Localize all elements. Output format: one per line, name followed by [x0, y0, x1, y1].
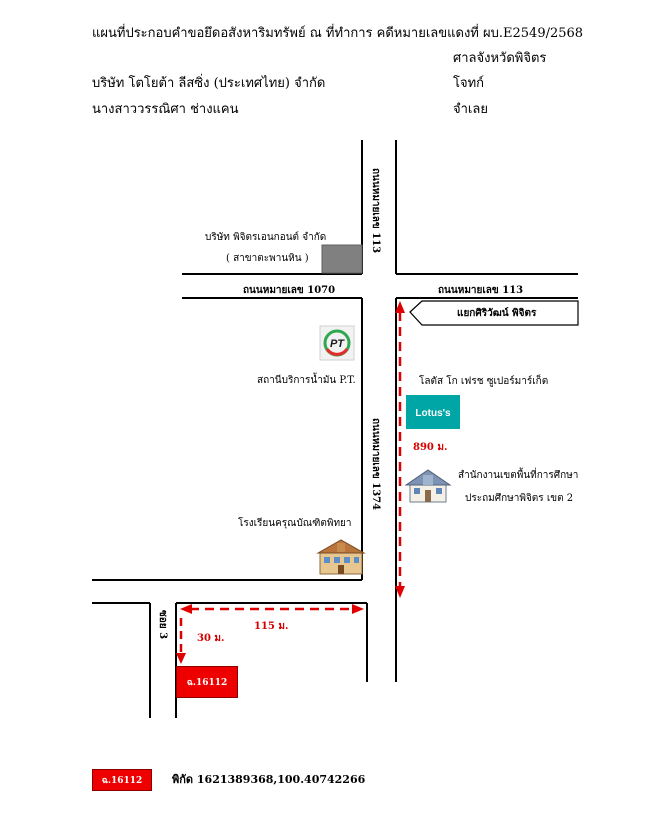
- road-113-horizontal-label: ถนนหมายเลข 113: [438, 285, 524, 296]
- junction-sign-shape: [409, 300, 579, 326]
- company-marker: [321, 244, 363, 274]
- junction-sign-label: แยกศิริวัฒน์ พิจิตร: [457, 308, 537, 319]
- lotus-logo-text: Lotus's: [415, 408, 451, 419]
- road-1070-label: ถนนหมายเลข 1070: [243, 285, 336, 296]
- plaintiff-role: โจทก์: [453, 76, 485, 91]
- company-name-label: บริษัท พิจิตรเอนกอนต์ จำกัด: [205, 232, 327, 243]
- distance-30-label: 30 ม.: [197, 633, 225, 644]
- route-arrow-up: [395, 301, 405, 313]
- defendant-name: นางสาววรรณิศา ช่างแคน: [92, 102, 239, 117]
- distance-890-label: 890 ม.: [413, 442, 448, 453]
- school-label: โรงเรียนครุณบัณฑิตพิทยา: [238, 518, 352, 529]
- pt-logo-text: PT: [330, 338, 345, 350]
- lotus-name-label: โลตัส โก เฟรช ซูเปอร์มาร์เก็ต: [419, 376, 549, 387]
- distance-115-label: 115 ม.: [254, 621, 289, 632]
- target-lot-marker: ฉ.16112: [176, 666, 238, 698]
- route-arrow-soi: [176, 653, 186, 664]
- coordinates-label: พิกัด 1621389368,100.40742266: [172, 773, 366, 786]
- road-1374-label: ถนนหมายเลข 1374: [370, 418, 381, 511]
- school-building-icon: [316, 539, 366, 575]
- office-building-icon: [404, 469, 452, 503]
- route-arrow-left: [180, 604, 192, 614]
- route-arrow-down: [395, 586, 405, 598]
- court-name: ศาลจังหวัดพิจิตร: [453, 51, 547, 66]
- soi-3-label: ซอย 3: [157, 610, 168, 640]
- education-office-label-2: ประถมศึกษาพิจิตร เขต 2: [465, 493, 574, 504]
- map-title: แผนที่ประกอบคำขอยึดอสังหาริมทรัพย์ ณ ที่…: [92, 26, 584, 41]
- road-113-vertical-label: ถนนหมายเลข 113: [370, 168, 381, 254]
- lotus-logo-icon: [406, 395, 460, 429]
- plaintiff-name: บริษัท โตโยต้า ลีสซิ่ง (ประเทศไทย) จำกัด: [92, 76, 326, 91]
- company-branch-label: ( สาขาตะพานหิน ): [226, 253, 309, 264]
- route-arrow-right: [352, 604, 364, 614]
- pt-logo-icon: [319, 325, 355, 361]
- education-office-label-1: สำนักงานเขตพื้นที่การศึกษา: [458, 470, 579, 481]
- legend-lot-marker: ฉ.16112: [92, 769, 152, 791]
- defendant-role: จำเลย: [453, 102, 488, 117]
- pt-station-label: สถานีบริการน้ำมัน P.T.: [257, 375, 356, 386]
